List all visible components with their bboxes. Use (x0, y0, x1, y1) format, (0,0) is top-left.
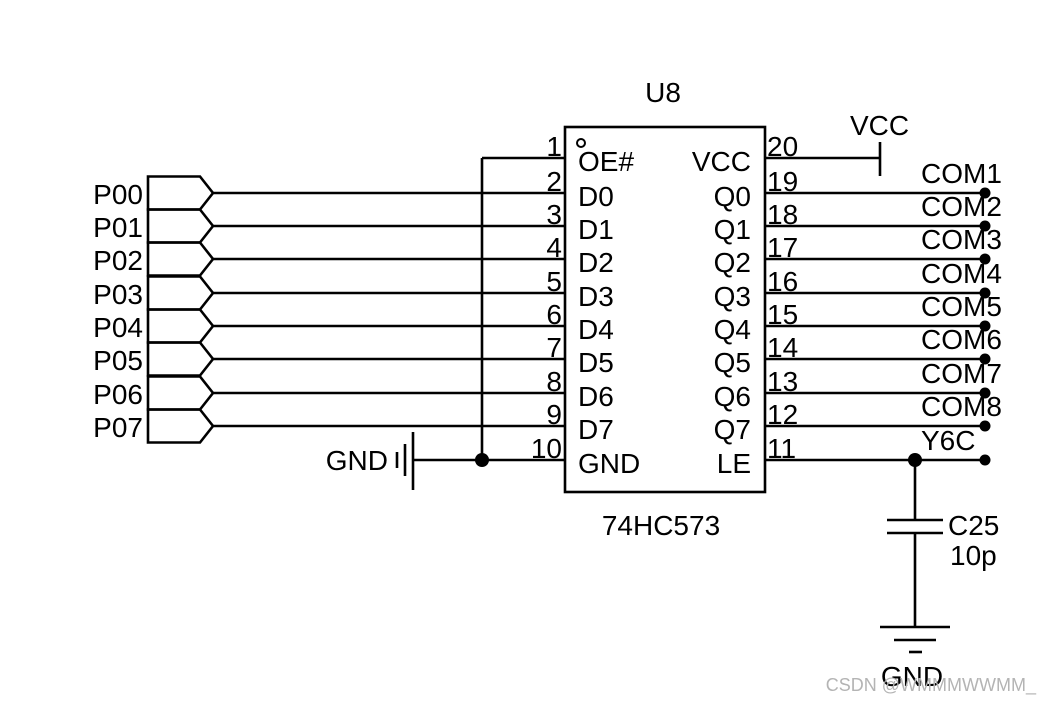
left-pin-label: D7 (578, 414, 614, 445)
right-pin-label: Q0 (714, 181, 751, 212)
left-pin-label: D1 (578, 214, 614, 245)
chip-reference: U8 (645, 77, 681, 108)
net-terminal-dot (979, 420, 991, 432)
port-label: P00 (93, 179, 143, 210)
net-terminal-dot (979, 454, 991, 466)
port-connector (146, 308, 215, 344)
chip-part-number: 74HC573 (602, 510, 720, 541)
left-pin-number: 4 (546, 232, 562, 263)
output-net-label: COM3 (921, 224, 1002, 255)
port-label: P03 (93, 279, 143, 310)
right-pin-label: Q5 (714, 347, 751, 378)
port-connector (146, 341, 215, 377)
wires (146, 142, 985, 654)
chip-body (563, 125, 767, 494)
left-pin-label: D2 (578, 247, 614, 278)
left-pin-number: 5 (546, 266, 562, 297)
output-net-label: COM6 (921, 324, 1002, 355)
left-pin-number: 6 (546, 299, 562, 330)
right-pin-label: Q2 (714, 247, 751, 278)
net-terminal-dot (979, 220, 991, 232)
gnd-bottom-label: GND (881, 661, 943, 692)
port-label: P01 (93, 212, 143, 243)
left-pin-number: 9 (546, 399, 562, 430)
pin1-indicator (576, 138, 586, 148)
right-pin-number: 20 (767, 131, 798, 162)
right-pin-label: Q7 (714, 414, 751, 445)
le-junction-dot (908, 453, 922, 467)
left-pin-number: 10 (531, 433, 562, 464)
left-pin-label: GND (578, 448, 640, 479)
output-net-label: COM4 (921, 258, 1002, 289)
output-net-label: COM5 (921, 291, 1002, 322)
right-pin-label: Q3 (714, 281, 751, 312)
right-pin-number: 14 (767, 332, 798, 363)
watermark: CSDN @WMMMWWMM_ (826, 675, 1037, 696)
port-label: P05 (93, 345, 143, 376)
output-net-label: COM7 (921, 358, 1002, 389)
net-terminal-dot (979, 320, 991, 332)
labels: U8 74HC573 VCC GND GND Y6C C25 10p CSDN … (93, 77, 1037, 696)
vcc-label: VCC (850, 110, 909, 141)
right-pin-label: Q4 (714, 314, 751, 345)
left-pin-label: D3 (578, 281, 614, 312)
right-pin-number: 13 (767, 366, 798, 397)
le-net-label: Y6C (921, 425, 975, 456)
gnd-left-label: GND (326, 445, 388, 476)
left-pin-label: D0 (578, 181, 614, 212)
right-pin-number: 16 (767, 266, 798, 297)
net-terminal-dot (979, 387, 991, 399)
right-pin-number: 15 (767, 299, 798, 330)
net-terminal-dot (979, 187, 991, 199)
left-pin-number: 1 (546, 131, 562, 162)
port-label: P06 (93, 379, 143, 410)
port-connector (146, 275, 215, 311)
right-pin-label: Q6 (714, 381, 751, 412)
port-connector (146, 175, 215, 211)
port-label: P04 (93, 312, 143, 343)
output-net-label: COM1 (921, 158, 1002, 189)
net-terminal-dot (979, 253, 991, 265)
net-terminal-dot (979, 353, 991, 365)
right-pin-number: 19 (767, 166, 798, 197)
port-label: P07 (93, 412, 143, 443)
left-pin-label: D4 (578, 314, 614, 345)
port-connector (146, 408, 215, 444)
right-pin-number: 11 (767, 433, 796, 464)
capacitor-reference: C25 (948, 510, 999, 541)
net-terminal-dot (979, 287, 991, 299)
right-pin-number: 12 (767, 399, 798, 430)
port-connector (146, 375, 215, 411)
right-pin-number: 18 (767, 199, 798, 230)
output-net-label: COM8 (921, 391, 1002, 422)
gnd-junction-dot (475, 453, 489, 467)
left-pin-label: D5 (578, 347, 614, 378)
port-connector (146, 241, 215, 277)
left-pin-number: 3 (546, 199, 562, 230)
left-pin-number: 8 (546, 366, 562, 397)
right-pin-label: Q1 (714, 214, 751, 245)
right-pin-label: VCC (692, 146, 751, 177)
right-pin-number: 17 (767, 232, 798, 263)
right-pin-label: LE (717, 448, 751, 479)
output-net-label: COM2 (921, 191, 1002, 222)
left-pin-number: 7 (546, 332, 562, 363)
capacitor-value: 10p (950, 540, 997, 571)
left-pin-number: 2 (546, 166, 562, 197)
port-connector (146, 208, 215, 244)
junction-dots (475, 187, 991, 467)
port-label: P02 (93, 245, 143, 276)
left-pin-label: OE# (578, 146, 634, 177)
left-pin-label: D6 (578, 381, 614, 412)
